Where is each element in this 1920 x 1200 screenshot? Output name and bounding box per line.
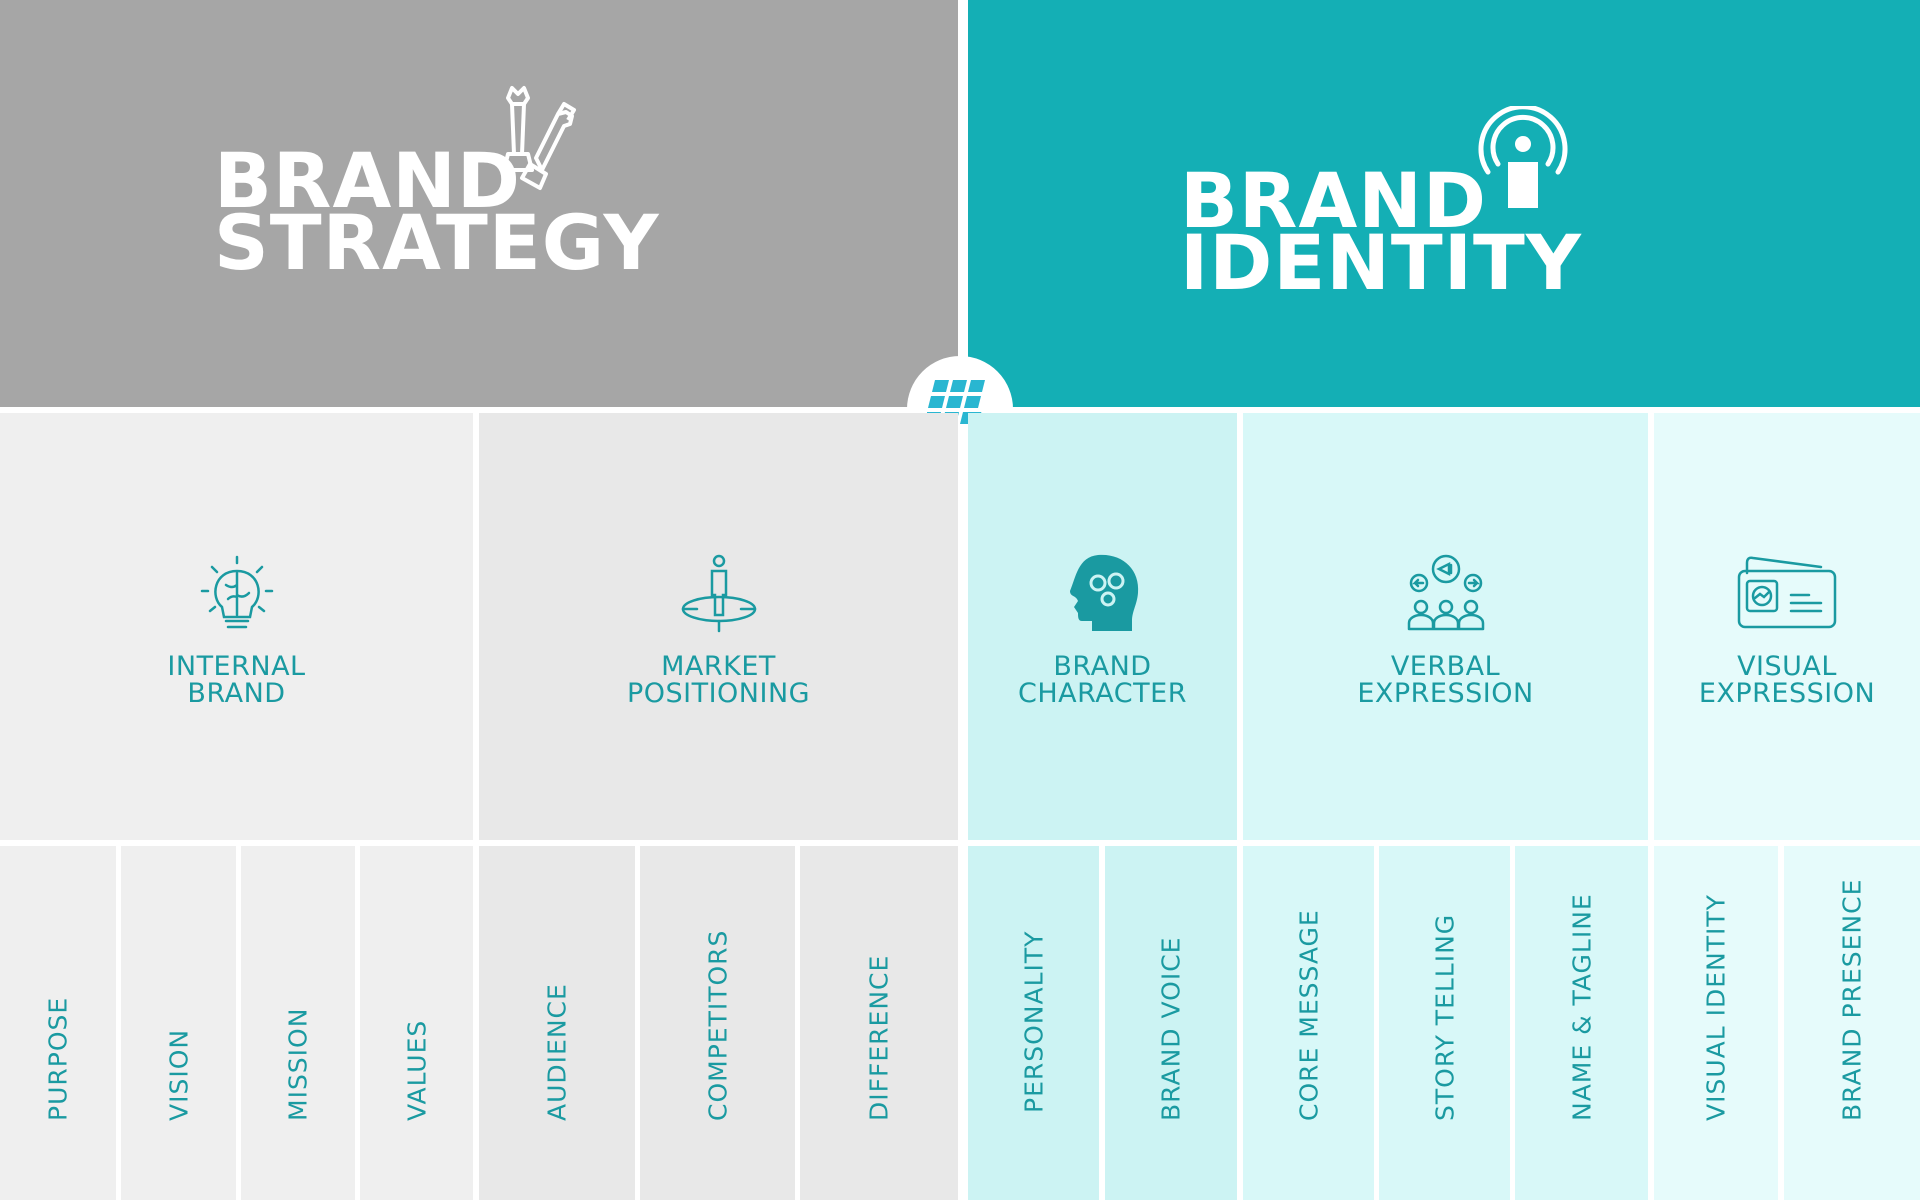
item-label: COMPETITORS xyxy=(703,929,732,1121)
person-target-icon xyxy=(681,554,756,633)
item-label: VALUES xyxy=(402,1019,431,1121)
group-speech-icon xyxy=(1407,554,1484,631)
category-label: VISUAL EXPRESSION xyxy=(1699,653,1875,707)
brand-strategy-header: BRAND STRATEGY xyxy=(0,0,958,407)
item-brand-presence: BRAND PRESENCE xyxy=(1784,846,1920,1200)
label-line: MARKET xyxy=(661,651,776,682)
lightbulb-brain-icon xyxy=(200,555,273,629)
title-line: STRATEGY xyxy=(214,198,660,287)
label-line: POSITIONING xyxy=(626,678,811,709)
item-label: MISSION xyxy=(283,1007,313,1121)
item-competitors: COMPETITORS xyxy=(640,846,795,1200)
item-values: VALUES xyxy=(360,846,473,1200)
label-line: EXPRESSION xyxy=(1698,678,1876,709)
category-verbal-expression: VERBAL EXPRESSION xyxy=(1243,413,1648,840)
item-purpose: PURPOSE xyxy=(0,846,116,1200)
item-label: PURPOSE xyxy=(43,996,73,1121)
category-label: MARKET POSITIONING xyxy=(627,653,810,707)
brand-identity-header: BRAND IDENTITY xyxy=(968,0,1920,407)
item-label: NAME & TAGLINE xyxy=(1567,893,1596,1121)
item-label: VISION xyxy=(164,1028,193,1121)
item-label: DIFFERENCE xyxy=(864,954,894,1121)
item-visual-identity: VISUAL IDENTITY xyxy=(1654,846,1778,1200)
label-line: VISUAL xyxy=(1737,651,1837,682)
item-story-telling: STORY TELLING xyxy=(1379,846,1510,1200)
brand-strategy-title: BRAND STRATEGY xyxy=(214,136,660,287)
item-brand-voice: BRAND VOICE xyxy=(1105,846,1237,1200)
label-line: BRAND xyxy=(187,678,286,709)
item-label: VISUAL IDENTITY xyxy=(1701,894,1731,1121)
category-brand-character: BRAND CHARACTER xyxy=(968,413,1237,840)
podcast-person-icon xyxy=(1478,106,1568,208)
title-line: BRAND xyxy=(1180,156,1487,245)
category-internal-brand: INTERNAL BRAND xyxy=(0,413,473,840)
item-label: BRAND VOICE xyxy=(1156,936,1186,1121)
category-label: BRAND CHARACTER xyxy=(1018,653,1187,707)
label-line: BRAND xyxy=(1053,651,1152,682)
item-mission: MISSION xyxy=(241,846,355,1200)
brand-identity-title: BRAND IDENTITY xyxy=(1180,156,1582,307)
item-difference: DIFFERENCE xyxy=(800,846,958,1200)
item-core-message: CORE MESSAGE xyxy=(1243,846,1374,1200)
category-label: INTERNAL BRAND xyxy=(167,653,305,707)
label-line: EXPRESSION xyxy=(1357,678,1534,709)
head-gears-icon xyxy=(1069,554,1138,631)
item-name-tagline: NAME & TAGLINE xyxy=(1515,846,1648,1200)
category-visual-expression: VISUAL EXPRESSION xyxy=(1654,413,1920,840)
item-audience: AUDIENCE xyxy=(479,846,635,1200)
chess-pieces-icon xyxy=(502,86,576,190)
item-label: BRAND PRESENCE xyxy=(1837,878,1867,1121)
item-label: STORY TELLING xyxy=(1430,913,1459,1121)
label-line: INTERNAL xyxy=(167,651,306,682)
item-vision: VISION xyxy=(121,846,236,1200)
category-market-positioning: MARKET POSITIONING xyxy=(479,413,958,840)
label-line: CHARACTER xyxy=(1018,678,1187,709)
item-label: CORE MESSAGE xyxy=(1294,909,1323,1121)
category-label: VERBAL EXPRESSION xyxy=(1357,653,1533,707)
cards-icon xyxy=(1737,556,1837,629)
label-line: VERBAL xyxy=(1390,651,1501,682)
title-line: IDENTITY xyxy=(1180,218,1582,307)
item-label: AUDIENCE xyxy=(542,983,572,1121)
title-line: BRAND xyxy=(214,136,521,225)
item-label: PERSONALITY xyxy=(1019,930,1048,1113)
item-personality: PERSONALITY xyxy=(968,846,1099,1200)
